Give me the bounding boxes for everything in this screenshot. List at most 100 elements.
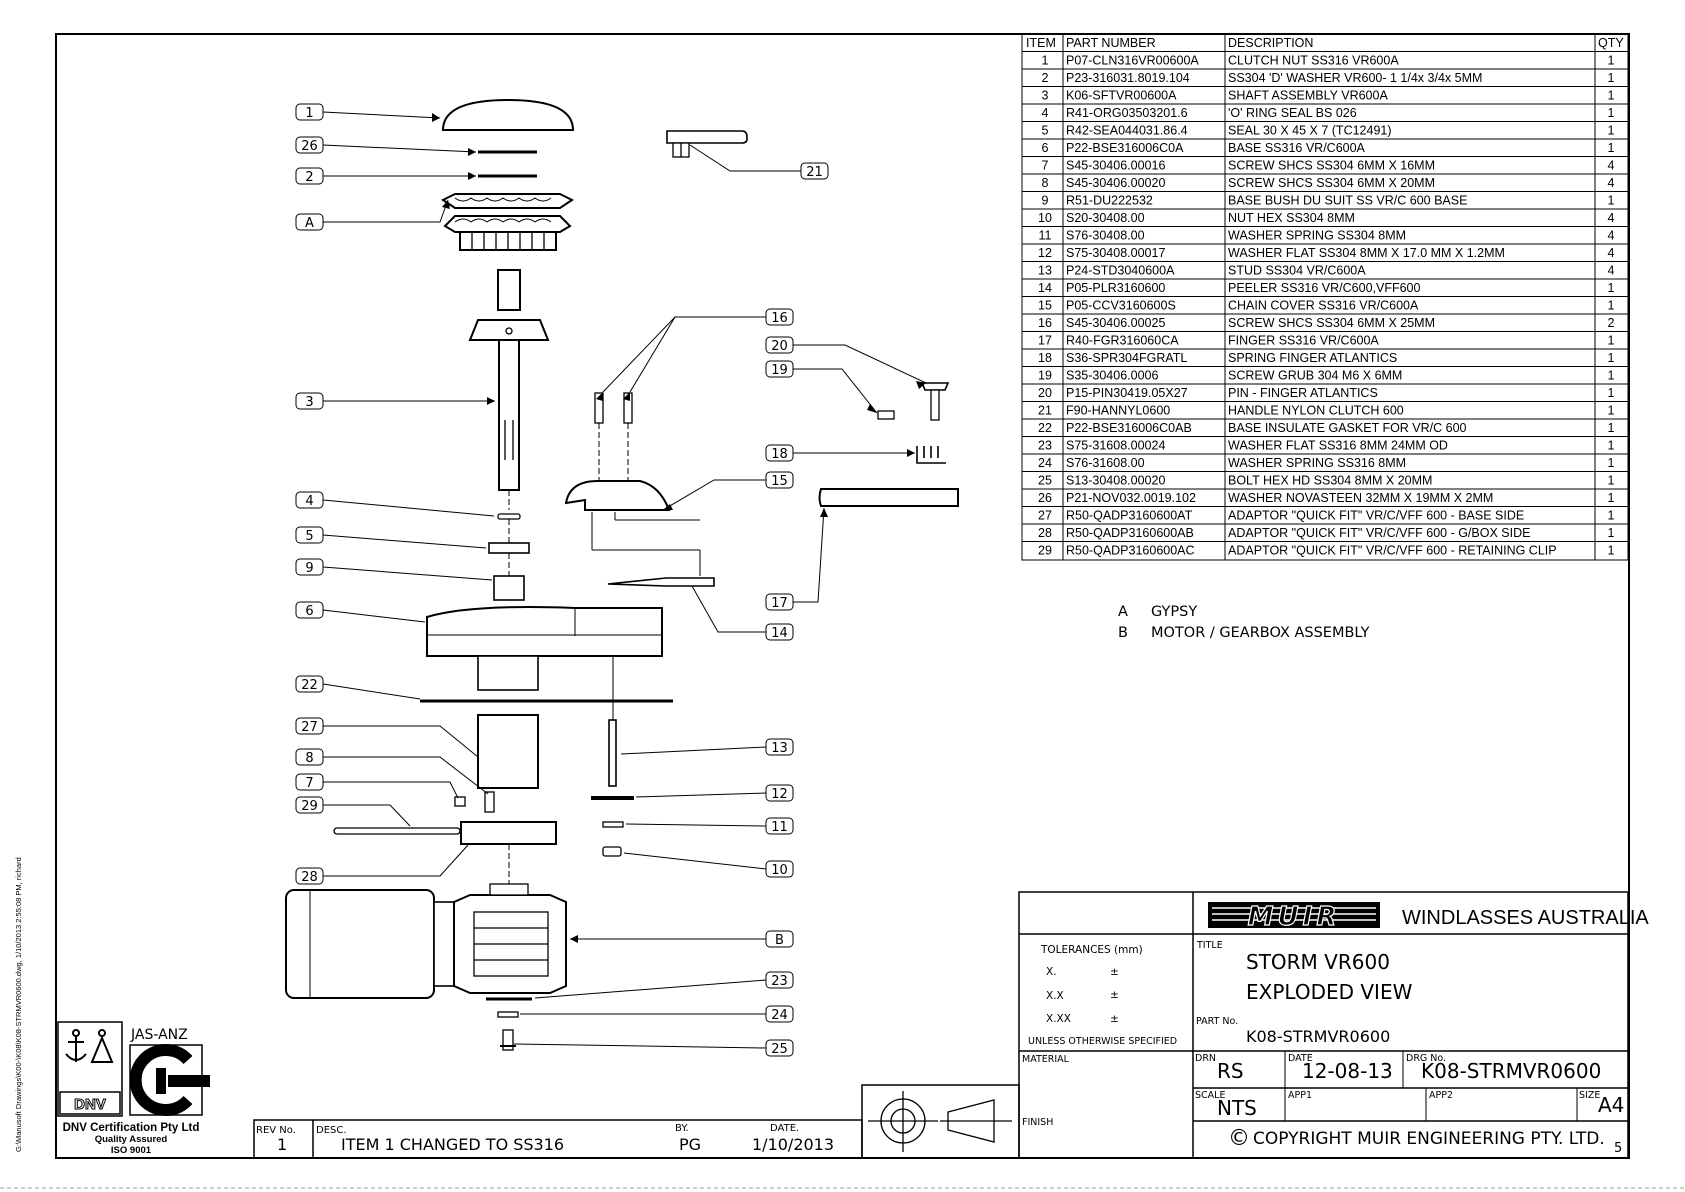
part-spring-washer-316 <box>497 1011 519 1018</box>
balloon-24: 24 <box>765 1005 794 1023</box>
svg-text:20: 20 <box>771 339 788 354</box>
part-no-value: K08-STRMVR0600 <box>1246 1027 1390 1046</box>
table-cell: 25 <box>1038 474 1052 488</box>
table-cell: S45-30406.00016 <box>1066 159 1165 173</box>
size-label: SIZE <box>1579 1090 1600 1101</box>
table-cell: 1 <box>1608 386 1615 400</box>
note-a-key: A <box>1118 604 1128 620</box>
svg-text:B: B <box>775 933 784 948</box>
file-path-text: G:\Manusoft Drawings\K00-\K08\K08-STRMVR… <box>14 857 23 1152</box>
table-cell: BOLT HEX HD SS304 8MM X 20MM <box>1228 474 1432 488</box>
table-cell: S36-SPR304FGRATL <box>1066 351 1187 365</box>
table-cell: 1 <box>1608 71 1615 85</box>
note-b-key: B <box>1118 625 1128 641</box>
table-cell: 26 <box>1038 491 1052 505</box>
svg-text:21: 21 <box>806 165 823 180</box>
part-spring-washer-304 <box>602 821 624 828</box>
table-cell: R50-QADP3160600AT <box>1066 509 1193 523</box>
balloon-5: 5 <box>295 526 324 544</box>
table-cell: 1 <box>1608 141 1615 155</box>
part-retaining-clip <box>333 827 461 835</box>
company-name: WINDLASSES AUSTRALIA <box>1402 907 1649 929</box>
balloon-9: 9 <box>295 558 324 576</box>
table-cell: P21-NOV032.0019.102 <box>1066 491 1196 505</box>
table-cell: P22-BSE316006C0A <box>1066 141 1184 155</box>
balloon-26: 26 <box>295 136 324 154</box>
table-cell: 12 <box>1038 246 1052 260</box>
balloon-18: 18 <box>765 444 794 462</box>
svg-text:7: 7 <box>305 776 313 791</box>
svg-text:1: 1 <box>305 106 313 121</box>
tol-x-label: X. <box>1046 966 1057 978</box>
table-cell: S76-30408.00 <box>1066 229 1145 243</box>
dnv-cert-line1: DNV Certification Pty Ltd <box>63 1122 200 1134</box>
table-cell: R50-QADP3160600AC <box>1066 544 1195 558</box>
scale-value: NTS <box>1217 1096 1257 1120</box>
table-cell: 24 <box>1038 456 1052 470</box>
table-cell: 1 <box>1608 439 1615 453</box>
rev-label: REV No. <box>256 1125 296 1136</box>
table-cell: S45-30406.00020 <box>1066 176 1165 190</box>
table-cell: R41-ORG03503201.6 <box>1066 106 1188 120</box>
table-cell: 5 <box>1042 124 1049 138</box>
projection-symbol <box>861 1084 1020 1159</box>
part-finger-spring <box>916 446 946 464</box>
table-cell: ADAPTOR "QUICK FIT" VR/C/VFF 600 - BASE … <box>1228 509 1524 523</box>
table-cell: 4 <box>1042 106 1049 120</box>
balloon-3: 3 <box>295 392 324 410</box>
table-cell: BASE INSULATE GASKET FOR VR/C 600 <box>1228 421 1467 435</box>
part-hex-nut <box>602 846 622 857</box>
balloon-25: 25 <box>765 1039 794 1057</box>
part-adaptor-base-side <box>477 714 539 789</box>
table-cell: 1 <box>1608 194 1615 208</box>
part-no-label: PART No. <box>1196 1016 1238 1027</box>
table-cell: P05-PLR3160600 <box>1066 281 1165 295</box>
balloon-4: 4 <box>295 491 324 509</box>
part-shaft-assembly <box>468 269 550 510</box>
table-cell: 1 <box>1608 54 1615 68</box>
tol-x-pm: ± <box>1110 966 1119 978</box>
table-cell: 1 <box>1608 421 1615 435</box>
table-cell: 6 <box>1042 141 1049 155</box>
tol-xx-label: X.X <box>1046 990 1064 1002</box>
balloon-29: 29 <box>295 796 324 814</box>
svg-text:10: 10 <box>771 863 788 878</box>
part-clutch-nut <box>441 98 575 131</box>
balloon-11: 11 <box>765 817 794 835</box>
svg-text:17: 17 <box>771 596 788 611</box>
drn-label: DRN <box>1195 1053 1216 1064</box>
svg-text:A: A <box>305 216 314 231</box>
rev-date-label: DATE. <box>770 1123 799 1134</box>
table-cell: WASHER NOVASTEEN 32MM X 19MM X 2MM <box>1228 491 1493 505</box>
balloon-14: 14 <box>765 623 794 641</box>
balloon-1: 1 <box>295 103 324 121</box>
anchor-icon <box>65 1029 87 1062</box>
balloon-28: 28 <box>295 867 324 885</box>
jas-anz-text: JAS-ANZ <box>130 1027 188 1043</box>
table-cell: K06-SFTVR00600A <box>1066 89 1177 103</box>
svg-text:27: 27 <box>301 720 318 735</box>
balloon-23: 23 <box>765 971 794 989</box>
table-cell: 1 <box>1608 299 1615 313</box>
svg-text:9: 9 <box>305 561 313 576</box>
table-cell: 'O' RING SEAL BS 026 <box>1228 106 1357 120</box>
size-value: A4 <box>1598 1093 1624 1117</box>
app2-label: APP2 <box>1429 1090 1453 1101</box>
table-cell: 1 <box>1608 334 1615 348</box>
table-header-cell: DESCRIPTION <box>1228 36 1313 50</box>
table-cell: 9 <box>1042 194 1049 208</box>
table-cell: 4 <box>1608 229 1615 243</box>
table-cell: 19 <box>1038 369 1052 383</box>
part-screw-16mm <box>454 796 466 807</box>
table-cell: R40-FGR316060CA <box>1066 334 1179 348</box>
svg-text:29: 29 <box>301 799 318 814</box>
table-cell: PEELER SS316 VR/C600,VFF600 <box>1228 281 1421 295</box>
table-cell: BASE SS316 VR/C600A <box>1228 141 1366 155</box>
svg-text:24: 24 <box>771 1008 788 1023</box>
svg-text:25: 25 <box>771 1042 788 1057</box>
table-cell: 15 <box>1038 299 1052 313</box>
date-value: 12-08-13 <box>1302 1059 1393 1083</box>
tol-xxx-label: X.XX <box>1046 1013 1071 1025</box>
table-cell: 20 <box>1038 386 1052 400</box>
balloon-8: 8 <box>295 748 324 766</box>
